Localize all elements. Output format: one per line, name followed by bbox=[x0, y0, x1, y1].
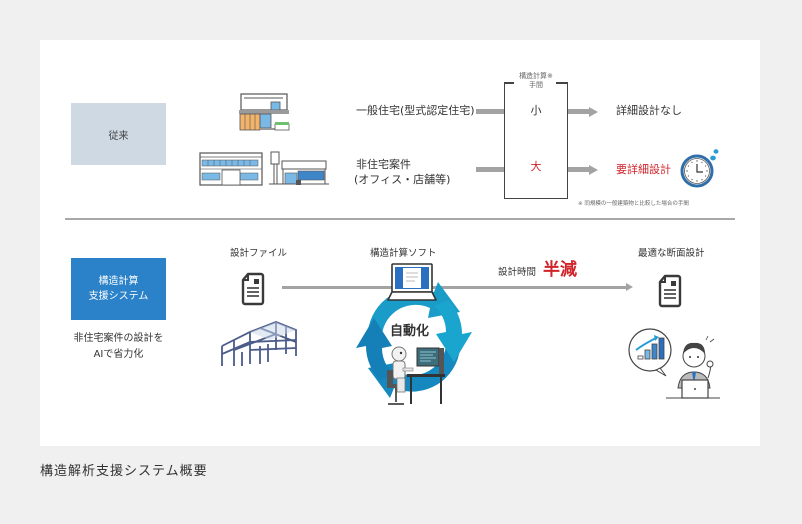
software-label: 構造計算ソフト bbox=[370, 248, 437, 259]
system-description-line2: AIで省力化 bbox=[93, 348, 144, 360]
steel-frame-icon bbox=[221, 321, 297, 366]
effort-bracket bbox=[504, 82, 568, 199]
effort-small: 小 bbox=[530, 104, 542, 117]
process-flow-line bbox=[282, 286, 627, 289]
nonresidential-output-bar bbox=[568, 167, 590, 172]
system-label-line2: 支援システム bbox=[88, 291, 149, 302]
design-time-result: 半減 bbox=[543, 260, 577, 280]
system-description-line1: 非住宅案件の設計を bbox=[73, 333, 164, 344]
effort-header-line1: 構造計算※ bbox=[519, 72, 553, 80]
effort-large: 大 bbox=[530, 160, 542, 173]
nonresidential-label-2: (オフィス・店舗等) bbox=[354, 173, 451, 186]
diagram-card: 従来 bbox=[40, 40, 760, 446]
robot-at-computer-icon bbox=[387, 346, 445, 405]
system-label-box: 構造計算 支援システム bbox=[71, 258, 166, 320]
nonresidential-label-1: 非住宅案件 bbox=[356, 158, 411, 171]
residential-label: 一般住宅(型式認定住宅) bbox=[356, 104, 475, 117]
effort-header: 構造計算※ 手間 bbox=[504, 72, 568, 90]
house-icon bbox=[239, 93, 290, 131]
document-icon bbox=[241, 272, 265, 306]
store-icon bbox=[269, 151, 329, 185]
nonresidential-output-arrowhead bbox=[589, 164, 598, 175]
residential-output-bar bbox=[568, 109, 590, 114]
legacy-label-box: 従来 bbox=[71, 103, 166, 165]
nonresidential-input-arrow bbox=[476, 167, 504, 172]
output-document-icon bbox=[658, 274, 682, 308]
office-building-icon bbox=[199, 152, 263, 186]
result-detail-required: 要詳細設計 bbox=[616, 163, 671, 176]
clock-icon bbox=[680, 149, 719, 188]
design-file-label: 設計ファイル bbox=[230, 248, 288, 259]
optimal-design-label: 最適な断面設計 bbox=[638, 248, 705, 259]
residential-input-arrow bbox=[476, 109, 504, 114]
businessman-with-chart-icon bbox=[628, 328, 720, 399]
legacy-label: 従来 bbox=[108, 130, 129, 142]
effort-header-line2: 手間 bbox=[529, 81, 543, 90]
laptop-icon bbox=[387, 263, 437, 301]
bracket-top-right bbox=[556, 82, 567, 84]
result-no-detail: 詳細設計なし bbox=[616, 104, 682, 117]
automation-label: 自動化 bbox=[390, 324, 430, 339]
system-label-line1: 構造計算 bbox=[98, 276, 139, 287]
design-time-label: 設計時間 bbox=[498, 267, 537, 278]
effort-note: ※ 同規模の一般建築物と比較した場合の手間 bbox=[578, 201, 689, 207]
bracket-top-left bbox=[504, 82, 514, 84]
section-divider bbox=[65, 218, 735, 220]
figure-caption: 構造解析支援システム概要 bbox=[40, 464, 208, 479]
process-flow-arrowhead bbox=[626, 283, 633, 291]
system-description: 非住宅案件の設計を AIで省力化 bbox=[71, 331, 166, 362]
residential-output-arrowhead bbox=[589, 106, 598, 117]
